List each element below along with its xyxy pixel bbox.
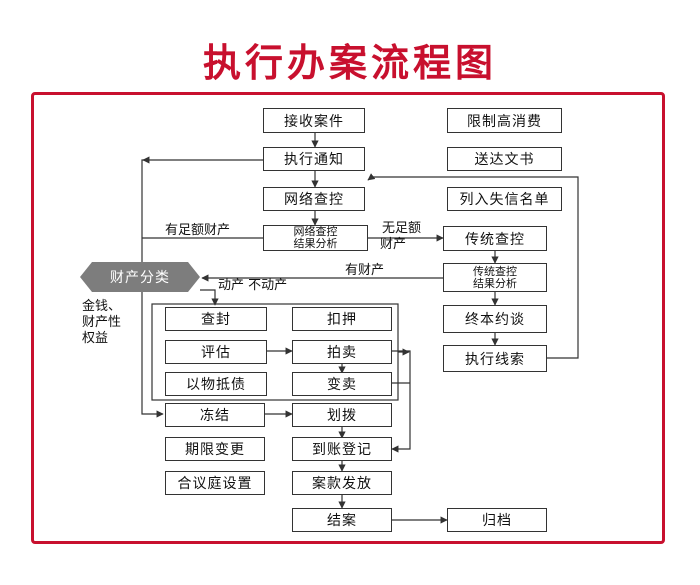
receive-case-box: 接收案件 <box>263 108 365 133</box>
sufficient-property-label: 有足额财产 <box>165 223 231 238</box>
collegiate-box: 合议庭设置 <box>165 471 265 495</box>
money-label-1: 金钱、 <box>82 299 122 314</box>
sell-box: 变卖 <box>292 372 392 396</box>
execution-clue-box: 执行线索 <box>443 345 547 372</box>
limit-consumption-box: 限制高消费 <box>447 108 562 133</box>
auction-box: 拍卖 <box>292 340 392 364</box>
register-box: 到账登记 <box>292 437 392 461</box>
term-change-box: 期限变更 <box>165 437 265 461</box>
property-classify-label: 财产分类 <box>110 270 170 286</box>
close-case-box: 结案 <box>292 508 392 532</box>
freeze-box: 冻结 <box>165 403 265 427</box>
page-title: 执行办案流程图 <box>202 41 497 85</box>
traditional-result-box: 传统查控 结果分析 <box>443 263 547 292</box>
insufficient-property-label-2: 财产 <box>380 237 407 252</box>
network-result-line-2: 结果分析 <box>293 237 338 250</box>
distribute-box: 案款发放 <box>292 471 392 495</box>
has-property-label: 有财产 <box>345 263 385 278</box>
blacklist-box: 列入失信名单 <box>447 187 562 211</box>
movable-property-label: 动产 不动产 <box>218 278 288 293</box>
network-result-line-1: 网络查控 <box>293 225 338 238</box>
seal-box: 查封 <box>165 307 267 331</box>
network-check-box: 网络查控 <box>263 187 365 211</box>
assess-box: 评估 <box>165 340 267 364</box>
traditional-check-box: 传统查控 <box>443 226 547 251</box>
traditional-result-line-1: 传统查控 <box>473 264 517 278</box>
offset-debt-box: 以物抵债 <box>165 372 267 396</box>
transfer-box: 划拨 <box>292 403 392 427</box>
detain-box: 扣押 <box>292 307 392 331</box>
diagram-frame <box>31 92 665 544</box>
execution-notice-box: 执行通知 <box>263 147 365 171</box>
hexagon-shape <box>80 262 200 292</box>
money-label-3: 权益 <box>82 331 109 346</box>
serve-documents-box: 送达文书 <box>447 147 562 171</box>
traditional-result-line-2: 结果分析 <box>473 276 517 290</box>
property-classify-node: 财产分类 <box>80 262 200 292</box>
final-talk-box: 终本约谈 <box>443 305 547 333</box>
money-label-2: 财产性 <box>82 315 122 330</box>
archive-box: 归档 <box>447 508 547 532</box>
network-result-box: 网络查控 结果分析 <box>263 225 368 251</box>
insufficient-property-label-1: 无足额 <box>382 221 422 236</box>
